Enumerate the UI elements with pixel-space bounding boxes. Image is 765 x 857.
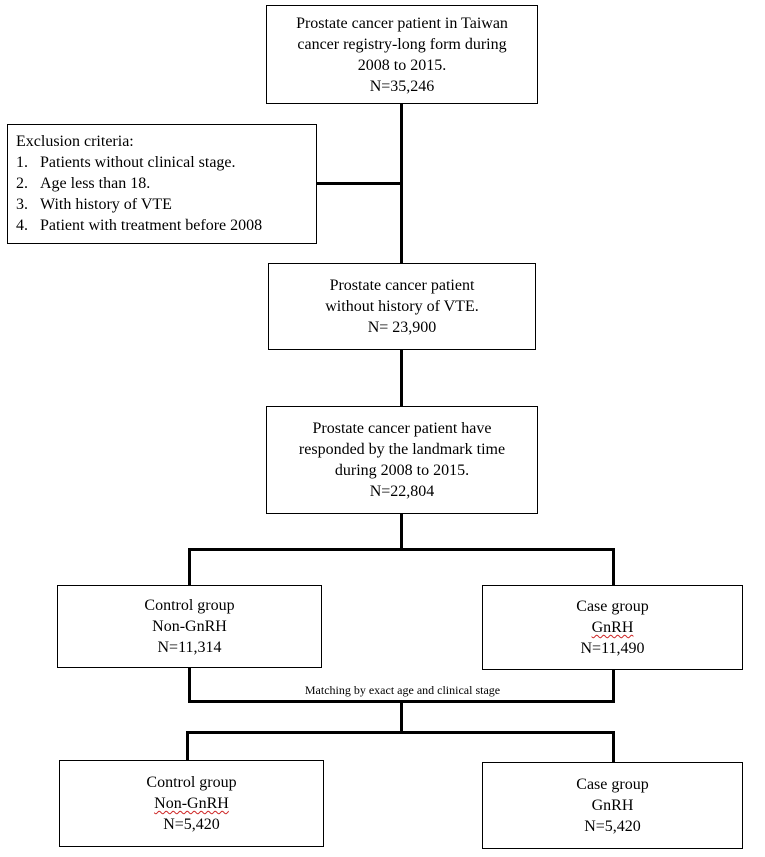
landmark-count: N=22,804 <box>369 483 435 500</box>
exclusion-criterion-number: 2. <box>16 175 28 192</box>
connector-second-left-drop <box>186 731 189 760</box>
initial-cohort-line-2: cancer registry-long form during <box>297 35 507 53</box>
case-group-count: N=5,420 <box>584 818 641 835</box>
exclusion-criterion-text: With history of VTE <box>40 196 172 213</box>
control-group-box-after-matching: Control group Non-GnRH N=5,420 <box>59 760 324 847</box>
case-group-count: N=11,490 <box>580 640 645 657</box>
control-group-label: Control group <box>144 597 235 614</box>
control-group-treatment: Non-GnRH <box>154 795 229 812</box>
connector-landmark-to-split <box>400 513 403 550</box>
no-vte-line-2: without history of VTE. <box>325 298 479 315</box>
control-group-label: Control group <box>146 774 237 791</box>
exclusion-criterion-text: Age less than 18. <box>40 175 151 192</box>
exclusion-criterion-text: Patient with treatment before 2008 <box>40 217 263 234</box>
connector-control-down <box>188 667 191 703</box>
exclusion-criterion-text: Patients without clinical stage. <box>40 154 236 171</box>
initial-cohort-line-1: Prostate cancer patient in Taiwan <box>296 14 508 32</box>
exclusion-criterion: 1. Patients without clinical stage. <box>16 152 236 173</box>
connector-matching-to-split <box>400 700 403 733</box>
landmark-cohort-box: Prostate cancer patient have responded b… <box>266 406 538 514</box>
connector-second-right-drop <box>612 731 615 762</box>
exclusion-criterion-number: 4. <box>16 217 28 234</box>
case-group-label: Case group <box>576 776 649 793</box>
exclusion-criterion: 2. Age less than 18. <box>16 173 150 194</box>
connector-case-down <box>612 669 615 703</box>
case-group-label: Case group <box>576 598 649 615</box>
case-group-treatment: GnRH <box>591 619 634 636</box>
landmark-line-2: responded by the landmark time <box>298 441 506 458</box>
exclusion-criteria-heading: Exclusion criteria: <box>16 133 134 150</box>
initial-cohort-count: N=35,246 <box>369 77 435 95</box>
control-group-count: N=11,314 <box>157 639 222 656</box>
initial-cohort-line-3: 2008 to 2015. <box>357 56 447 74</box>
control-group-count: N=5,420 <box>163 816 220 833</box>
exclusion-criterion-number: 3. <box>16 196 28 213</box>
exclusion-criterion: 3. With history of VTE <box>16 194 172 215</box>
exclusion-criterion: 4. Patient with treatment before 2008 <box>16 215 262 236</box>
connector-no-vte-to-landmark <box>400 349 403 406</box>
landmark-line-3: during 2008 to 2015. <box>334 462 470 479</box>
control-group-box-before-matching: Control group Non-GnRH N=11,314 <box>57 585 322 668</box>
no-vte-count: N= 23,900 <box>367 319 437 336</box>
initial-cohort-box: Prostate cancer patient in Taiwan cancer… <box>266 5 538 104</box>
no-vte-line-1: Prostate cancer patient <box>329 277 475 294</box>
connector-split-horizontal <box>188 548 615 551</box>
exclusion-criteria-box: Exclusion criteria: 1. Patients without … <box>7 124 317 244</box>
connector-second-split-horizontal <box>186 731 615 734</box>
connector-exclusion-branch <box>316 182 403 185</box>
landmark-line-1: Prostate cancer patient have <box>312 420 492 437</box>
control-group-treatment: Non-GnRH <box>152 618 227 635</box>
exclusion-criterion-number: 1. <box>16 154 28 171</box>
case-group-box-before-matching: Case group GnRH N=11,490 <box>482 585 743 670</box>
matching-label: Matching by exact age and clinical stage <box>304 683 501 697</box>
no-vte-cohort-box: Prostate cancer patient without history … <box>268 263 536 350</box>
connector-split-left-drop <box>188 548 191 585</box>
case-group-treatment: GnRH <box>591 797 634 814</box>
case-group-box-after-matching: Case group GnRH N=5,420 <box>482 762 743 849</box>
connector-split-right-drop <box>612 548 615 585</box>
